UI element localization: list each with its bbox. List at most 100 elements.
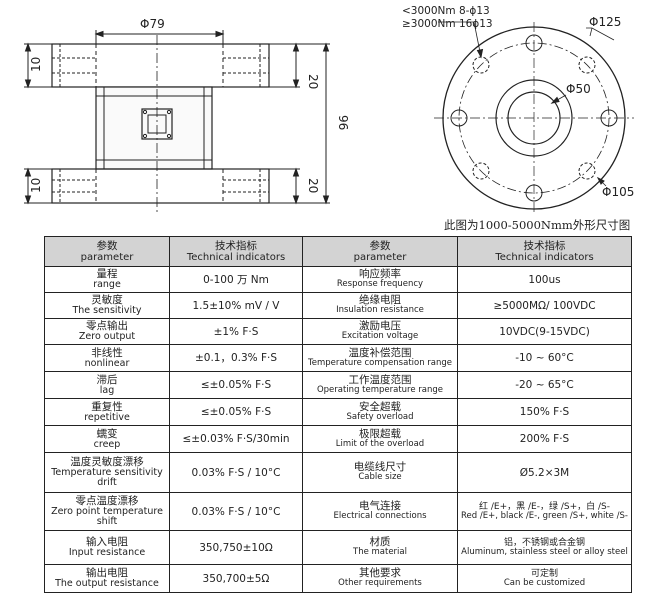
front-flange-thickness-bottom: 10 xyxy=(29,178,43,193)
cell-text: 蠕变 xyxy=(96,427,118,440)
cell-text: Zero output xyxy=(78,331,136,342)
bolt-hole xyxy=(450,109,468,127)
cell-text: 绝缘电阻 xyxy=(359,294,401,307)
cell-text: 温度灵敏度漂移 xyxy=(70,456,144,468)
table-cell: ≤±0.05% F·S xyxy=(169,371,303,399)
pcd-diameter-label: Φ105 xyxy=(602,185,634,199)
front-diameter-label: Φ79 xyxy=(140,17,165,31)
table-cell: ≤±0.05% F·S xyxy=(169,398,303,426)
cell-text: 激励电压 xyxy=(359,320,401,333)
top-flange xyxy=(51,43,270,88)
cell-text: 非线性 xyxy=(91,346,123,359)
cell-text: 零点温度漂移 xyxy=(75,495,139,507)
cell-text: Insulation resistance xyxy=(336,305,424,316)
cell-text: 工作温度范围 xyxy=(348,373,412,386)
cell-text: Excitation voltage xyxy=(341,331,419,342)
cell-text: Temperature compensation range xyxy=(307,357,453,368)
cell-text: 铝，不锈钢或合金钢 xyxy=(503,537,585,548)
cell-text: Safety overload xyxy=(346,411,414,422)
table-cell: 100us xyxy=(457,266,632,293)
cell-text: 重复性 xyxy=(91,400,123,413)
cell-text: Red /E+, black /E-, green /S+, white /S- xyxy=(461,511,628,521)
table-cell: ±0.1，0.3% F·S xyxy=(169,344,303,372)
bolt-hole xyxy=(525,34,543,52)
cell-text: Cable size xyxy=(358,472,402,483)
cell-text: 其他要求 xyxy=(359,567,401,580)
table-cell: 350,750±10Ω xyxy=(169,530,303,565)
table-cell: 150% F·S xyxy=(457,398,632,426)
cell-text: repetitive xyxy=(84,411,130,423)
cell-text: 响应频率 xyxy=(359,268,401,281)
cell-text: Operating temperature range xyxy=(316,384,444,395)
cell-text: 参数 xyxy=(369,239,391,252)
hole-note-high: ≥3000Nm 16ϕ13 xyxy=(402,18,493,30)
cell-text: The output resistance xyxy=(55,578,159,589)
top-view xyxy=(434,21,634,214)
cell-text: Zero point temperature shift xyxy=(51,506,163,527)
table-cell: 200% F·S xyxy=(457,425,632,453)
table-cell: 0-100 万 Nm xyxy=(169,266,303,293)
table-cell: 0.03% F·S / 10°C xyxy=(169,452,303,493)
cell-text: 零点输出 xyxy=(86,320,128,332)
cell-text: Technical indicators xyxy=(495,251,594,263)
bolt-hole-optional xyxy=(578,56,596,74)
table-cell: 1.5±10% mV / V xyxy=(169,292,303,319)
table-cell: ±1% F·S xyxy=(169,318,303,345)
table-cell: 350,700±5Ω xyxy=(169,564,303,593)
cell-text: 电气连接 xyxy=(359,500,401,513)
table-cell: Ø5.2×3M xyxy=(457,452,632,493)
front-flange-height-bottom: 20 xyxy=(306,178,320,193)
table-cell: ≤±0.03% F·S/30min xyxy=(169,425,303,453)
cell-text: Other requirements xyxy=(338,578,422,589)
table-cell: -20 ~ 65°C xyxy=(457,371,632,399)
cell-text: creep xyxy=(93,438,121,450)
front-flange-thickness-top: 10 xyxy=(29,57,43,72)
cell-text: 滞后 xyxy=(96,373,118,386)
cell-text: Temperature sensitivity drift xyxy=(51,467,163,488)
cell-text: The material xyxy=(353,547,407,558)
inner-diameter-label: Φ50 xyxy=(566,82,591,96)
cell-text: 量程 xyxy=(96,268,118,280)
cell-text: 参数 xyxy=(96,239,118,252)
cell-text: lag xyxy=(99,384,115,396)
outer-diameter-label: Φ125 xyxy=(589,15,621,29)
table-cell: -10 ~ 60°C xyxy=(457,344,632,372)
cell-text: Can be customized xyxy=(503,578,586,588)
cell-text: 材质 xyxy=(369,536,391,549)
bottom-flange xyxy=(51,168,270,204)
cell-text: 输出电阻 xyxy=(86,567,128,579)
cell-text: Input resistance xyxy=(68,547,146,558)
bolt-hole-optional xyxy=(472,162,490,180)
cell-text: Technical indicators xyxy=(186,251,286,263)
